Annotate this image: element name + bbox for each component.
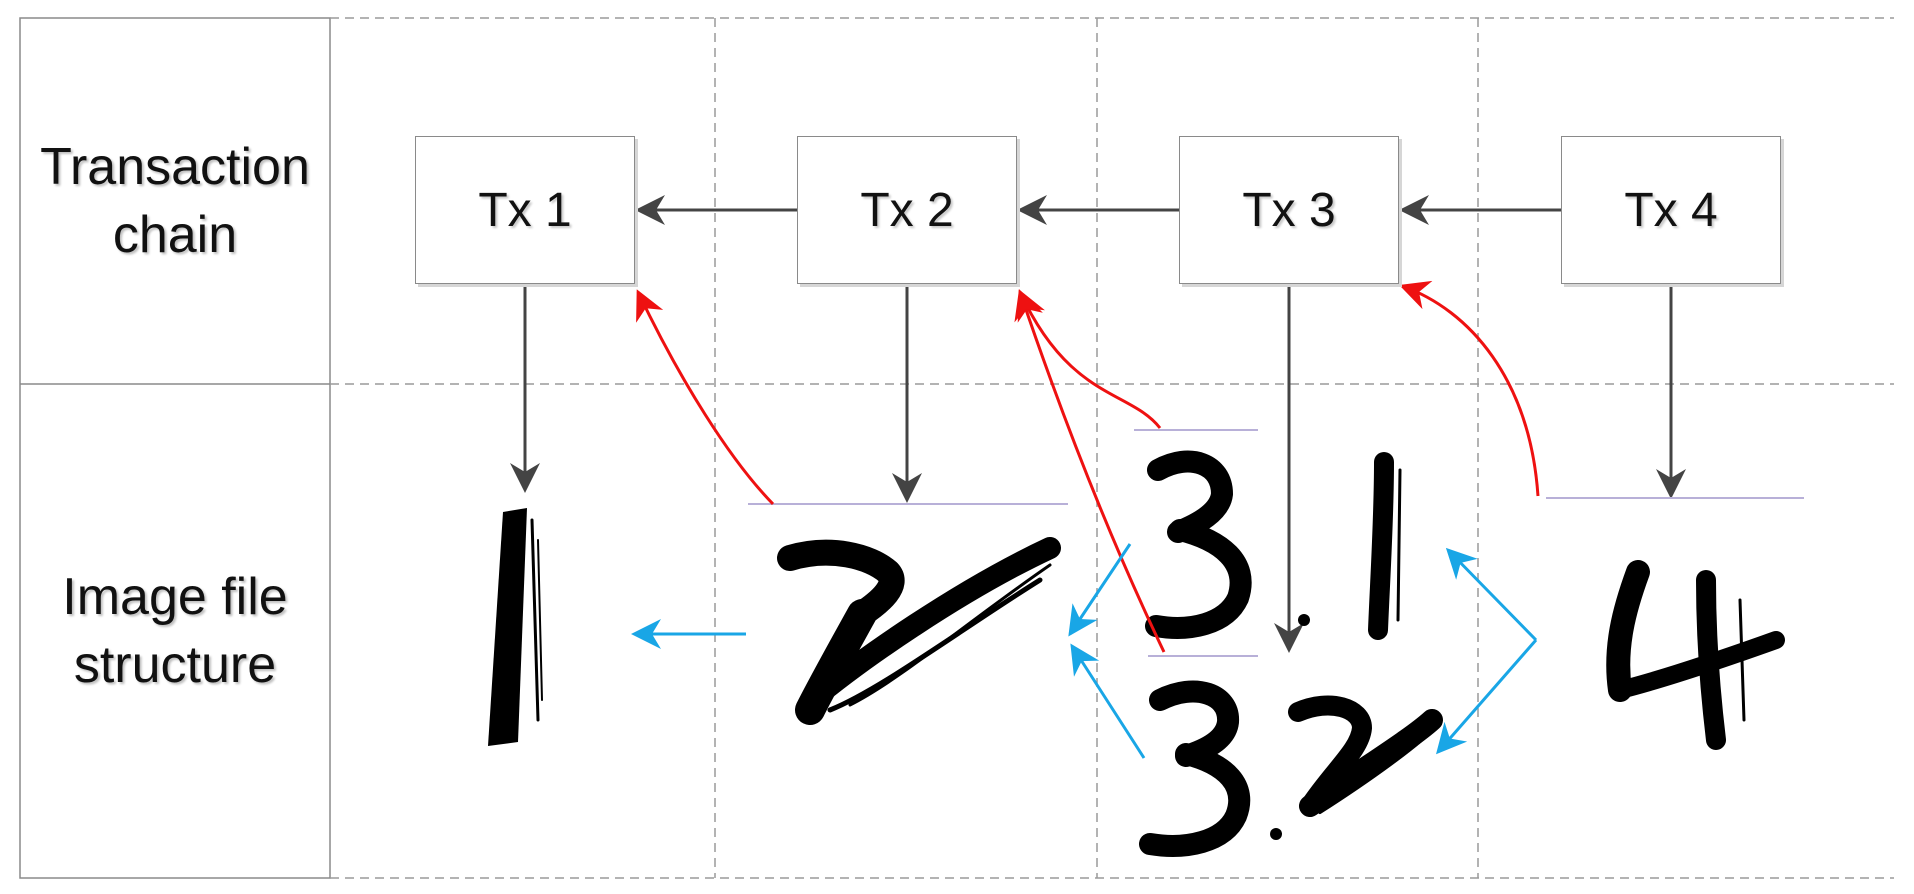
image-baselines — [748, 429, 1804, 657]
row-label-chain-line2: chain — [112, 206, 238, 264]
transaction-box-tx2[interactable]: Tx 2 — [797, 136, 1017, 284]
row-label-image-line1: Image file — [62, 568, 288, 626]
transaction-box-tx1[interactable]: Tx 1 — [415, 136, 635, 284]
glyph-3-1-brush — [1145, 450, 1402, 640]
derive-arrow-32-2 — [1070, 643, 1146, 759]
row-label-image-file-structure: Image file structure — [20, 384, 330, 878]
row-label-image-line2: structure — [73, 636, 277, 694]
ref-arrow-image2-tx1 — [636, 289, 775, 506]
glyph-4-brush — [1606, 560, 1785, 750]
derivation-arrows — [631, 543, 1538, 759]
transaction-box-tx3[interactable]: Tx 3 — [1179, 136, 1399, 284]
grid — [19, 17, 1894, 879]
derive-arrow-4-32 — [1436, 639, 1538, 755]
ref-arrow-image31-tx2 — [1017, 289, 1162, 429]
transaction-box-tx4[interactable]: Tx 4 — [1561, 136, 1781, 284]
ref-arrow-image32-tx2 — [1014, 289, 1166, 653]
label-column-frame — [19, 17, 331, 879]
glyph-3-2-brush — [1139, 680, 1443, 857]
row-label-chain-line1: Transaction — [40, 138, 310, 196]
derive-arrow-4-31 — [1445, 547, 1538, 642]
store-arrows — [510, 284, 1686, 653]
glyph-2-brush — [777, 537, 1061, 725]
derive-arrow-31-2 — [1068, 543, 1132, 637]
ref-arrow-image4-tx3 — [1399, 280, 1540, 497]
reference-arrows — [636, 280, 1540, 653]
row-label-transaction-chain: Transaction chain — [20, 18, 330, 384]
image-glyphs — [488, 450, 1785, 857]
glyph-1-brush — [488, 508, 543, 746]
